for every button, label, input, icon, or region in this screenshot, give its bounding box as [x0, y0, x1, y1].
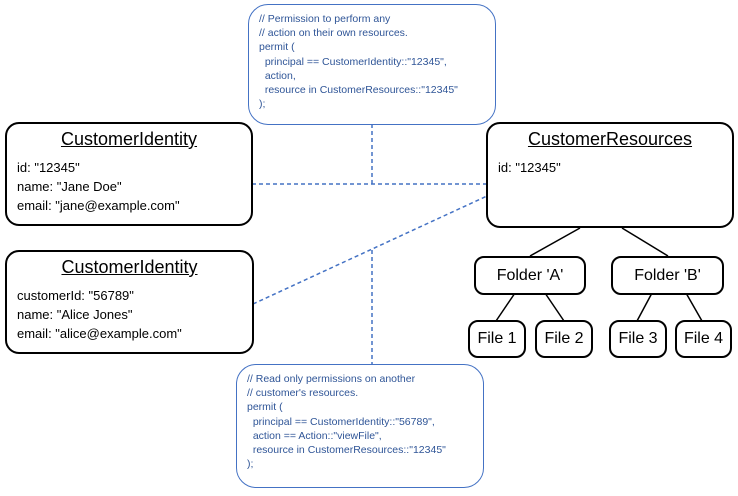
policy-line: permit (: [259, 41, 295, 54]
policy-line: principal == CustomerIdentity::"56789",: [247, 415, 435, 428]
file-4: File 4: [675, 320, 732, 358]
policy-line: // Read only permissions on another: [247, 373, 416, 385]
dashed-identity2-resources: [252, 195, 488, 305]
entity-attributes: customerId: "56789" name: "Alice Jones" …: [17, 286, 252, 343]
entity-attributes: id: "12345" name: "Jane Doe" email: "jan…: [17, 158, 251, 215]
edge-folder-b-file-3: [636, 292, 653, 322]
customer-resources-box: CustomerResources id: "12345": [486, 122, 734, 228]
attr-name: name: "Jane Doe": [17, 179, 122, 194]
attr-id: id: "12345": [17, 160, 80, 175]
policy-line: );: [259, 98, 266, 111]
edge-folder-a-file-2: [544, 292, 565, 322]
policy-line: resource in CustomerResources::"12345": [259, 84, 458, 97]
policy-line: // customer's resources.: [247, 387, 359, 400]
folder-a: Folder 'A': [474, 256, 586, 295]
customer-identity-box-2: CustomerIdentity customerId: "56789" nam…: [5, 250, 254, 354]
file-2: File 2: [535, 320, 593, 358]
policy-line: // Permission to perform any: [259, 13, 391, 25]
attr-email: email: "alice@example.com": [17, 326, 182, 341]
attr-id: id: "12345": [498, 160, 561, 175]
policy-line: principal == CustomerIdentity::"12345",: [259, 55, 447, 68]
attr-name: name: "Alice Jones": [17, 307, 133, 322]
file-3: File 3: [609, 320, 667, 358]
policy-line: resource in CustomerResources::"12345": [247, 444, 446, 457]
policy-box-top: // Permission to perform any // action o…: [248, 4, 496, 125]
policy-box-bottom: // Read only permissions on another // c…: [236, 364, 484, 488]
attr-email: email: "jane@example.com": [17, 198, 180, 213]
entity-title: CustomerIdentity: [60, 129, 198, 149]
entity-title: CustomerIdentity: [61, 257, 198, 277]
attr-customer-id: customerId: "56789": [17, 288, 134, 303]
file-1: File 1: [468, 320, 526, 358]
edge-folder-b-file-4: [685, 292, 703, 322]
folder-b: Folder 'B': [611, 256, 724, 295]
policy-line: action == Action::"viewFile",: [247, 429, 382, 442]
customer-identity-box-1: CustomerIdentity id: "12345" name: "Jane…: [5, 122, 253, 226]
policy-line: permit (: [247, 401, 283, 414]
edge-folder-a-file-1: [495, 292, 516, 322]
policy-line: );: [247, 458, 254, 471]
policy-line: // action on their own resources.: [259, 27, 408, 40]
entity-attributes: id: "12345": [498, 158, 732, 177]
entity-title: CustomerResources: [527, 129, 693, 149]
edge-resources-folder-b: [621, 227, 669, 257]
edge-resources-folder-a: [529, 227, 581, 257]
policy-line: action,: [259, 69, 296, 82]
